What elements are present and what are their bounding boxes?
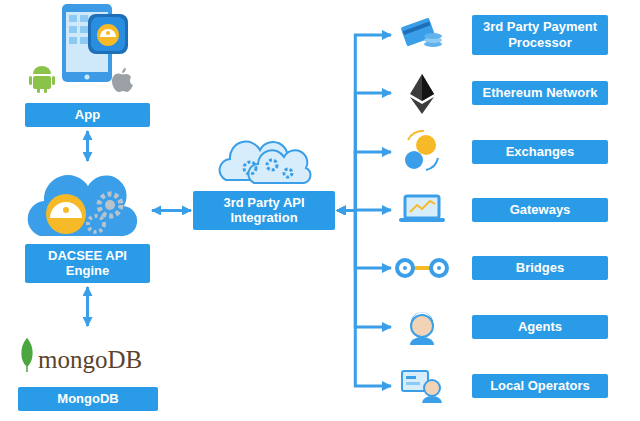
connector-arrow	[152, 209, 191, 212]
connector-arrow	[337, 35, 391, 210]
diagram-node: 3rd Party API Integration	[193, 118, 335, 230]
gateway-icon	[399, 196, 445, 222]
diagram-node: Bridges	[393, 246, 608, 290]
diagram-node: App	[25, 0, 150, 127]
diagram-node: Agents	[393, 305, 608, 349]
apple-icon	[112, 68, 133, 92]
label-box: Bridges	[472, 256, 608, 280]
connector-arrow	[337, 152, 391, 210]
ethereum-icon	[410, 74, 434, 114]
connector-arrow	[337, 93, 391, 210]
label-box: MongoDB	[18, 387, 158, 411]
connector-arrow	[337, 210, 391, 327]
label-box: Agents	[472, 315, 608, 339]
diagram-node: mongoDB MongoDB	[18, 330, 158, 411]
diagram-node: Exchanges	[393, 130, 608, 174]
label-box: App	[25, 103, 150, 127]
label-box: 3rd Party Payment Processor	[472, 15, 608, 54]
connector-arrow	[337, 210, 391, 386]
label-box: Exchanges	[472, 140, 608, 164]
engine-cloud-illustration	[28, 175, 137, 236]
connector-arrow	[86, 131, 89, 161]
label-box: DACSEE API Engine	[25, 244, 150, 283]
tablet-illustration	[62, 4, 128, 82]
payment-icon	[400, 17, 442, 47]
mongodb-leaf	[22, 339, 32, 372]
diagram-node: DACSEE API Engine	[25, 165, 150, 283]
label-box: Gateways	[472, 198, 608, 222]
label-box: 3rd Party API Integration	[193, 191, 335, 230]
connector-arrow	[337, 210, 391, 268]
integration-cloud-illustration	[220, 142, 311, 183]
connector-arrow	[86, 287, 89, 326]
operator-icon	[402, 371, 442, 403]
diagram-node: Ethereum Network	[393, 71, 608, 115]
label-box: Ethereum Network	[472, 81, 608, 105]
diagram-node: Local Operators	[393, 364, 608, 408]
diagram-node: Gateways	[393, 188, 608, 232]
label-box: Local Operators	[472, 374, 608, 398]
logo-text: mongoDB	[18, 346, 158, 374]
agent-icon	[410, 312, 434, 345]
exchange-icon	[405, 131, 438, 170]
bridge-icon	[397, 260, 447, 276]
diagram-node: 3rd Party Payment Processor	[393, 13, 608, 57]
android-icon	[29, 66, 55, 93]
